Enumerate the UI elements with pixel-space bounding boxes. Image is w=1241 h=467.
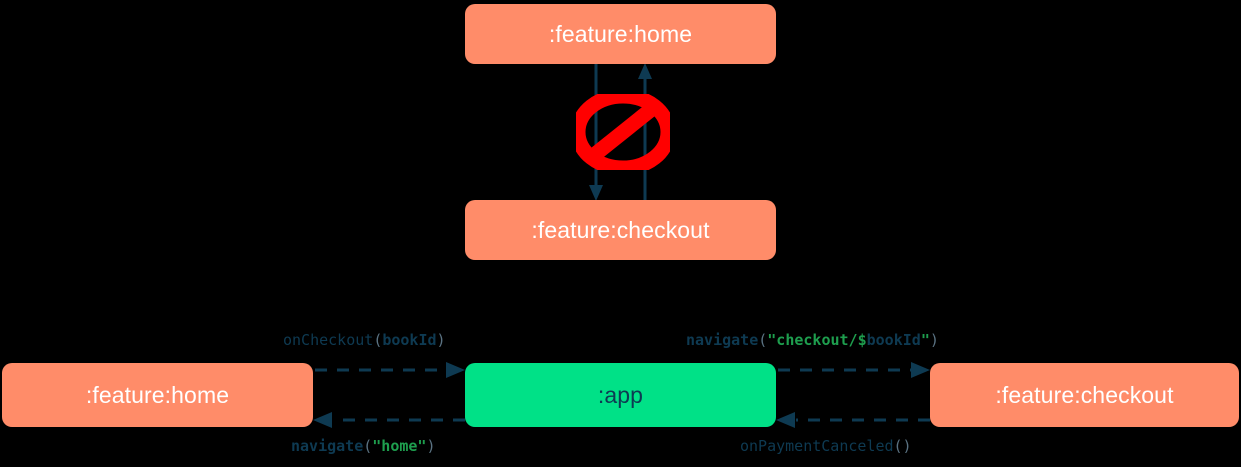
token-punct: ( [363, 437, 373, 455]
token-string: " [920, 331, 930, 349]
edge-label-navigate-checkout: navigate("checkout/$bookId") [686, 333, 939, 348]
token-punct: () [893, 437, 912, 455]
edge-checkout-to-app [776, 412, 930, 428]
node-label: :feature:home [85, 381, 230, 408]
edge-label-navigate-home: navigate("home") [291, 439, 436, 454]
node-feature-home-bottom[interactable]: :feature:home [2, 363, 313, 427]
token-punct: ) [436, 331, 446, 349]
node-label: :feature:checkout [531, 216, 710, 243]
forbidden-icon [576, 94, 670, 170]
node-feature-home-top[interactable]: :feature:home [465, 4, 776, 64]
edge-app-to-home [313, 412, 465, 428]
token-punct: ) [929, 331, 939, 349]
node-feature-checkout-bottom[interactable]: :feature:checkout [930, 363, 1239, 427]
token-fn: navigate [291, 437, 364, 455]
token-string: "checkout/$ [767, 331, 867, 349]
token-arg: bookId [866, 331, 921, 349]
token-arg: bookId [382, 331, 437, 349]
node-label: :app [597, 381, 644, 408]
edge-label-on-payment-canceled: onPaymentCanceled() [740, 439, 912, 454]
token-fn: onPaymentCanceled [740, 437, 894, 455]
token-fn: onCheckout [283, 331, 374, 349]
token-punct: ( [373, 331, 383, 349]
node-app[interactable]: :app [465, 363, 776, 427]
token-punct: ) [426, 437, 436, 455]
node-label: :feature:home [548, 20, 693, 47]
edge-home-to-app [315, 362, 465, 378]
node-label: :feature:checkout [995, 381, 1174, 408]
edge-label-on-checkout: onCheckout(bookId) [283, 333, 446, 348]
token-punct: ( [758, 331, 768, 349]
node-feature-checkout-top[interactable]: :feature:checkout [465, 200, 776, 260]
token-string: "home" [372, 437, 427, 455]
token-fn: navigate [686, 331, 759, 349]
edge-app-to-checkout [778, 362, 930, 378]
